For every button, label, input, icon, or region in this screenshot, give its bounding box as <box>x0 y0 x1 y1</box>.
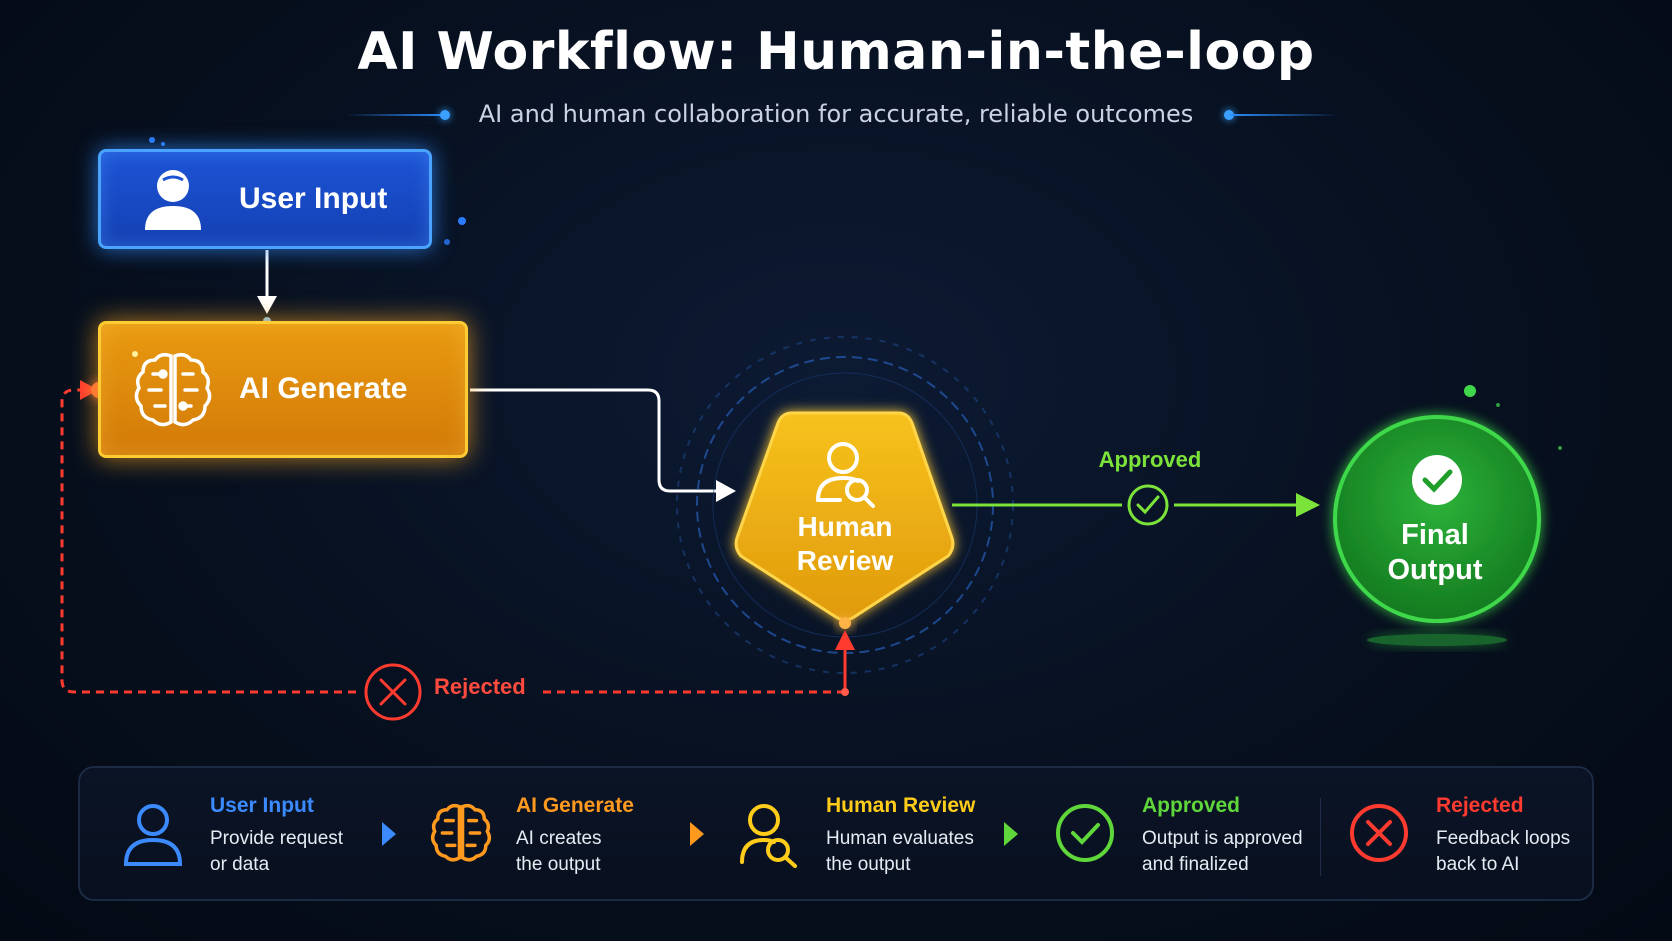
subtitle-decor-dot-right <box>1224 110 1234 120</box>
legend-separator <box>1320 798 1321 876</box>
check-circle-icon <box>1412 455 1462 505</box>
legend-title: Rejected <box>1436 794 1524 817</box>
legend-desc-line2: or data <box>210 854 270 875</box>
final-output-label-line2: Output <box>1387 554 1483 586</box>
legend-title: Approved <box>1142 794 1241 817</box>
human-review-node <box>734 411 955 629</box>
rejected-edge-label: Rejected <box>434 674 526 699</box>
final-output-label-line1: Final <box>1401 519 1469 551</box>
user-search-icon <box>816 442 875 508</box>
legend-desc: Human evaluates the output <box>826 826 1016 878</box>
subtitle-decor-line-left <box>345 114 445 116</box>
legend-desc: Provide request or data <box>210 826 400 878</box>
user-icon <box>145 170 201 230</box>
legend-desc-line1: Human evaluates <box>826 828 974 849</box>
legend-desc-line2: and finalized <box>1142 854 1249 875</box>
human-review-label: Human Review <box>740 510 950 578</box>
arrow-approved <box>952 484 1320 526</box>
legend-title: AI Generate <box>516 794 634 817</box>
human-review-label-line2: Review <box>796 545 894 576</box>
legend-desc: Feedback loops back to AI <box>1436 826 1626 878</box>
legend-arrow-3 <box>1004 822 1018 846</box>
legend-desc: Output is approved and finalized <box>1142 826 1332 878</box>
legend-desc-line1: Feedback loops <box>1436 828 1571 849</box>
user-icon <box>123 804 183 866</box>
legend-arrow-2 <box>690 822 704 846</box>
brain-icon <box>430 803 492 862</box>
legend-desc-line2: the output <box>516 854 601 875</box>
user-input-node: User Input <box>98 149 432 249</box>
subtitle-decor-dot-left <box>440 110 450 120</box>
legend-desc-line1: AI creates <box>516 828 602 849</box>
diagram-subtitle: AI and human collaboration for accurate,… <box>478 100 1194 128</box>
user-input-label: User Input <box>239 182 388 215</box>
final-output-node <box>1333 385 1562 646</box>
subtitle-decor-line-right <box>1230 114 1340 116</box>
legend-desc-line1: Output is approved <box>1142 828 1303 849</box>
legend-title: User Input <box>210 794 314 817</box>
final-output-label: Final Output <box>1330 518 1540 588</box>
arrow-ai-to-review <box>470 388 736 502</box>
legend-panel: User Input Provide request or data AI Ge… <box>78 766 1594 901</box>
user-search-icon <box>740 804 797 868</box>
legend-desc-line1: Provide request <box>210 828 344 849</box>
legend-desc-line2: the output <box>826 854 911 875</box>
rejected-x-icon <box>364 663 422 721</box>
decor-dots <box>149 137 466 245</box>
ai-generate-label: AI Generate <box>239 372 408 405</box>
legend-arrow-1 <box>382 822 396 846</box>
ai-generate-node: AI Generate <box>98 321 468 458</box>
arrow-user-to-ai <box>257 250 277 325</box>
brain-icon <box>132 351 212 427</box>
approved-edge-label: Approved <box>1098 447 1202 472</box>
human-review-label-line1: Human <box>797 511 893 542</box>
x-circle-icon <box>1350 804 1408 862</box>
legend-title: Human Review <box>826 794 976 817</box>
legend-desc: AI creates the output <box>516 826 706 878</box>
legend-desc-line2: back to AI <box>1436 854 1520 875</box>
diagram-title: AI Workflow: Human-in-the-loop <box>357 22 1315 82</box>
check-circle-icon <box>1056 804 1114 862</box>
